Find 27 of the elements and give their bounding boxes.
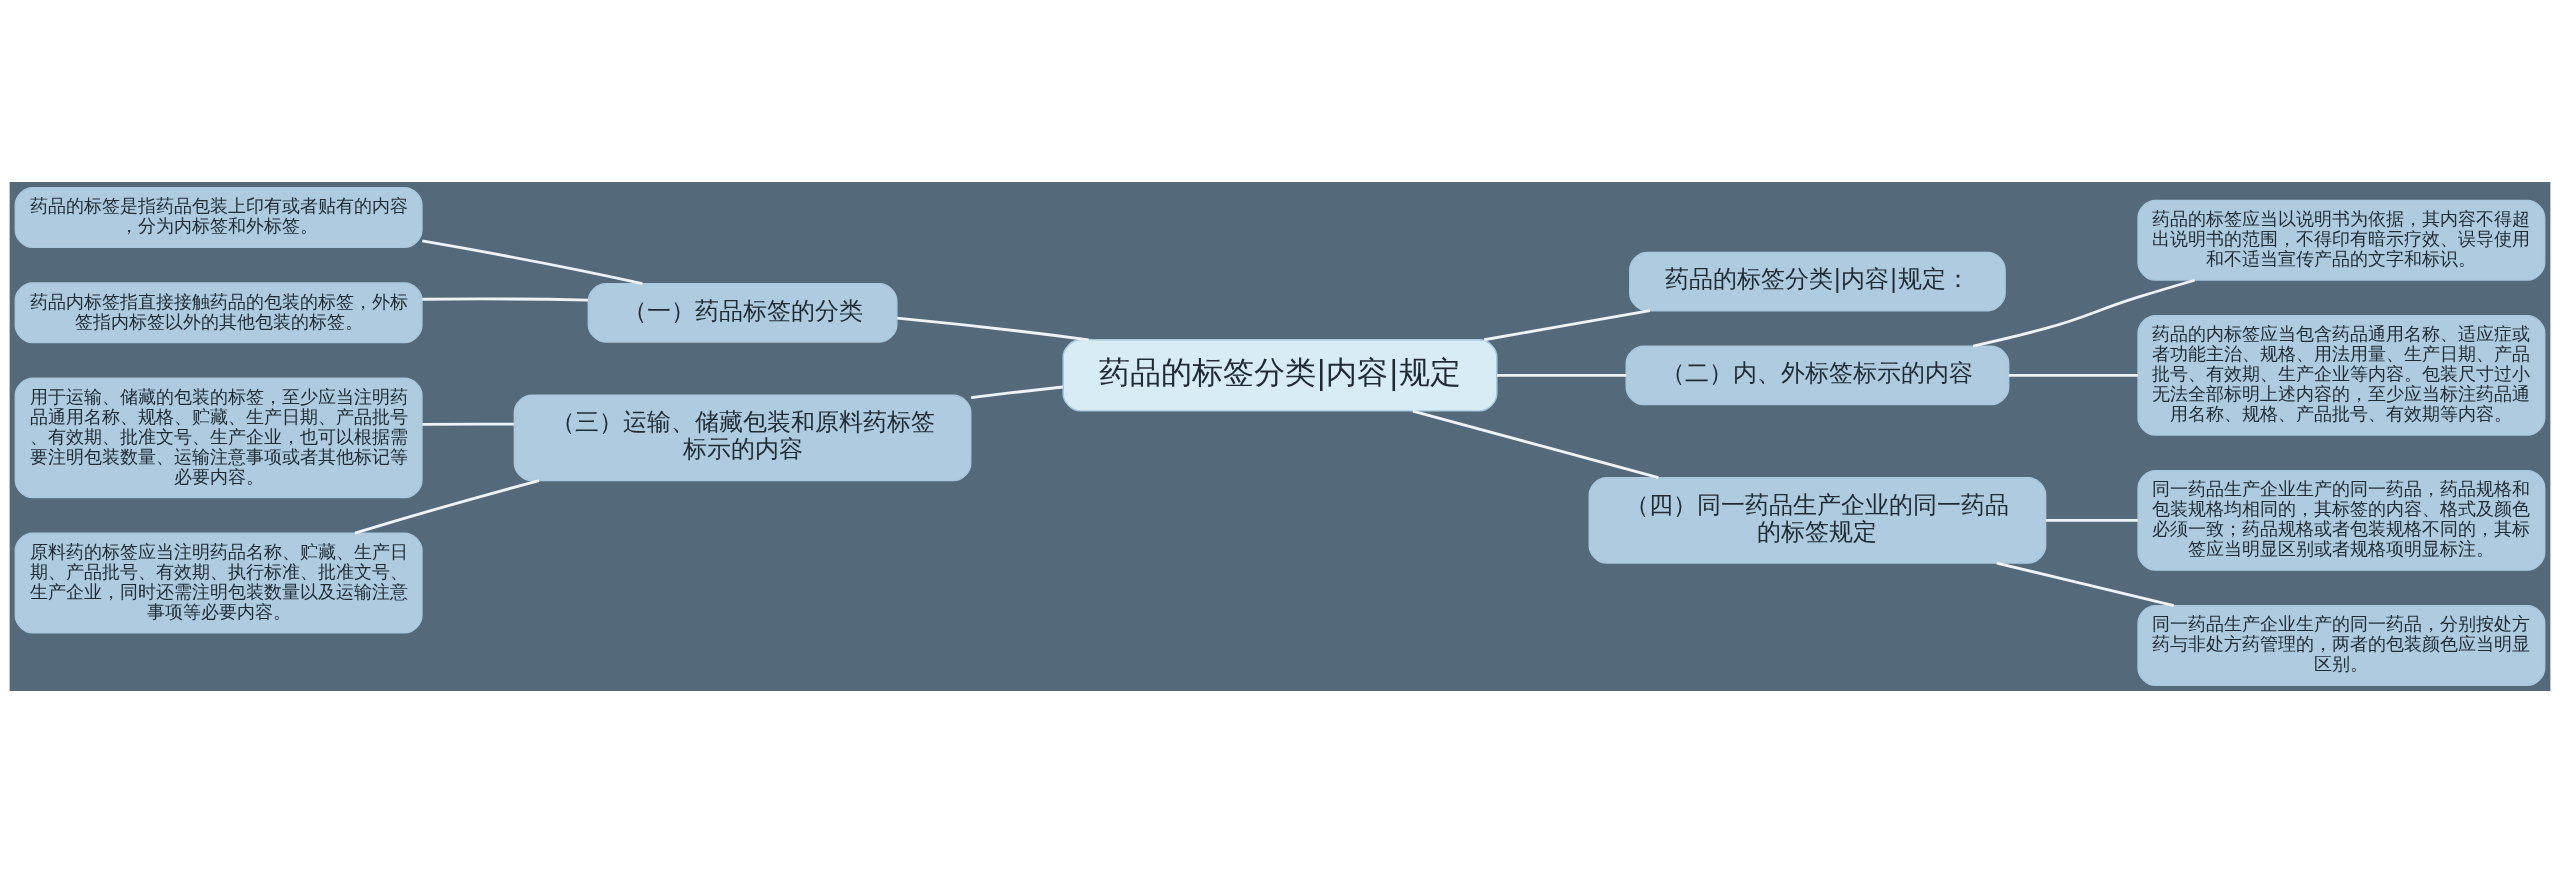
connector [422,297,588,302]
node-box: （一）药品标签的分类 [587,282,898,343]
node-box: 药品的标签是指药品包装上印有或者贴有的内容，分为内标签和外标签。 [14,187,423,249]
connector [897,316,1089,342]
node-box: （二）内、外标签标示的内容 [1625,345,2010,406]
node-box: 药品的内标签应当包含药品通用名称、适应症或者功能主治、规格、用法用量、生产日期、产品批号、有效期、生产企业等内容。包装尺寸过小无法全部标明上述内容的，至少应当标注药品通用名称、规格、产品批号、有效期等内容。 [2137,314,2546,436]
node-box: 原料药的标签应当注明药品名称、贮藏、生产日期、产品批号、有效期、执行标准、批准文号、生产企业，同时还需注明包装数量以及运输注意事项等必要内容。 [14,532,423,634]
connector [1496,373,1627,377]
connector [970,385,1064,400]
node-box: 同一药品生产企业生产的同一药品，分别按处方药与非处方药管理的，两者的包装颜色应当明显区别。 [2137,605,2546,686]
node-box: （四）同一药品生产企业的同一药品的标签规定 [1588,477,2047,564]
node-box: 药品的标签应当以说明书为依据，其内容不得超出说明书的范围，不得印有暗示疗效、误导使用和不适当宣传产品的文字和标识。 [2137,199,2546,281]
connector [354,479,540,535]
connector [1412,409,1659,479]
connector [422,239,643,285]
connector [2008,373,2138,377]
connector [2045,518,2138,522]
node-box: 同一药品生产企业生产的同一药品，药品规格和包装规格均相同的，其标签的内容、格式及颜色必须一致；药品规格或者包装规格不同的，其标签应当明显区别或者规格项明显标注。 [2137,469,2546,571]
node-box: 药品内标签指直接接触药品的包装的标签，外标签指内标签以外的其他包装的标签。 [14,282,423,344]
node-box: （三）运输、储藏包装和原料药标签标示的内容 [513,394,972,482]
connector [1996,561,2175,607]
connector [1484,309,1651,342]
connector [1972,278,2196,348]
node-box: 药品的标签分类|内容|规定 [1062,339,1498,412]
node-box: 用于运输、储藏的包装的标签，至少应当注明药品通用名称、规格、贮藏、生产日期、产品批号、有效期、批准文号、生产企业，也可以根据需要注明包装数量、运输注意事项或者其他标记等必要内容。 [14,377,423,499]
connector [422,422,514,426]
node-box: 药品的标签分类|内容|规定： [1629,251,2006,312]
